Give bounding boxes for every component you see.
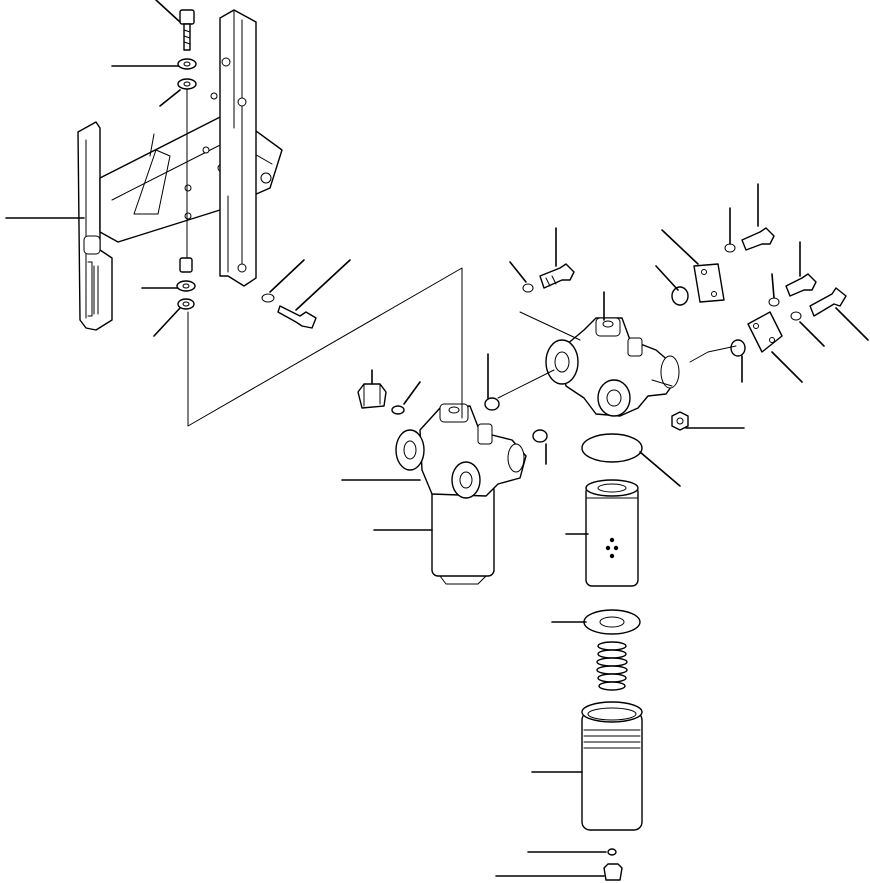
bolt — [785, 273, 817, 297]
filter-head-left — [357, 383, 527, 585]
o-ring — [391, 405, 405, 415]
bolt-head — [179, 9, 195, 25]
bracket-vertical-channel — [219, 9, 257, 287]
drain-o-ring — [607, 848, 617, 856]
bolt — [741, 227, 775, 251]
o-ring — [671, 286, 689, 306]
callout-leader — [771, 273, 775, 299]
bolt — [809, 287, 847, 317]
callout-leader — [509, 261, 527, 283]
callout-leader — [155, 0, 181, 23]
callout-leader — [771, 351, 803, 383]
callout-leader — [799, 321, 825, 347]
callout-leader — [639, 451, 681, 487]
bracket-bolt — [277, 305, 317, 329]
callout-leader — [403, 381, 421, 405]
callout-leaders — [5, 0, 869, 877]
cover-plate — [693, 263, 725, 303]
connection-lines — [187, 267, 737, 427]
filter-head-right — [484, 227, 847, 443]
o-ring — [532, 429, 548, 443]
spring — [596, 641, 628, 691]
bracket-fasteners — [176, 9, 317, 329]
drain-plug — [603, 863, 623, 881]
gasket-large — [581, 433, 643, 463]
callout-leader — [153, 307, 181, 337]
callout-leader — [835, 307, 869, 341]
mounting-bracket — [77, 9, 283, 331]
callout-leader — [661, 229, 699, 265]
filter-element-stack — [581, 433, 643, 881]
o-ring — [730, 339, 746, 357]
callout-leader — [295, 259, 351, 311]
callout-leader — [655, 265, 679, 291]
o-ring — [484, 397, 500, 411]
plug — [357, 383, 387, 409]
bolt — [539, 263, 575, 289]
spacer — [179, 257, 193, 273]
filter-element — [585, 485, 639, 587]
cover-plate-angled — [747, 311, 783, 353]
callout-leader — [269, 259, 305, 293]
callout-leader — [159, 89, 181, 107]
